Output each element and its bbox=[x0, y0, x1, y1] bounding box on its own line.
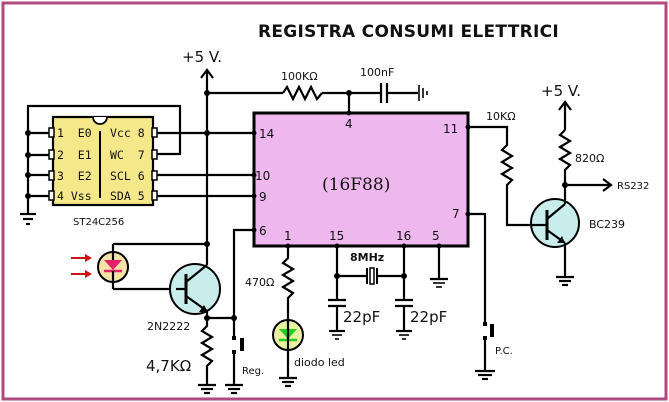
eeprom-pin-4: 4 Vss bbox=[57, 189, 92, 203]
pin-11-label: 11 bbox=[443, 122, 458, 136]
supply-label-left: +5 V. bbox=[182, 48, 222, 66]
capacitor-22pf-2 bbox=[395, 298, 413, 340]
switch-pc bbox=[483, 322, 494, 370]
transistor-2n2222-label: 2N2222 bbox=[147, 320, 190, 333]
crystal-8mhz bbox=[334, 246, 407, 300]
mcu-label: (16F88) bbox=[322, 175, 390, 195]
pin-6-label: 6 bbox=[259, 224, 267, 238]
pin-9-label: 9 bbox=[259, 190, 267, 204]
resistor-470-label: 470Ω bbox=[245, 276, 274, 289]
resistor-10k bbox=[468, 125, 531, 227]
transistor-bc239-label: BC239 bbox=[589, 218, 625, 231]
transistor-2n2222 bbox=[169, 244, 221, 318]
eeprom-notch bbox=[92, 116, 108, 125]
capacitor-22pf-2-label: 22pF bbox=[410, 308, 447, 326]
resistor-820 bbox=[557, 129, 573, 196]
pin-5-label: 5 bbox=[432, 229, 440, 243]
capacitor-100nf bbox=[379, 83, 418, 103]
mcu-pin-dots bbox=[251, 110, 471, 249]
ground-symbol bbox=[279, 376, 297, 388]
wire-pin6 bbox=[207, 228, 254, 320]
pin-14-label: 14 bbox=[259, 127, 274, 141]
eeprom-part-label: ST24C256 bbox=[73, 217, 124, 228]
eeprom-pin-3: 3 E2 bbox=[57, 169, 92, 183]
eeprom-pin-1: 1 E0 bbox=[57, 126, 92, 140]
pin-4-label: 4 bbox=[345, 117, 353, 131]
switch-reg-label: Reg. bbox=[242, 366, 264, 377]
eeprom-pin-5: SDA 5 bbox=[110, 189, 145, 203]
eeprom-st24c256 bbox=[51, 115, 155, 207]
ground-symbol bbox=[418, 85, 428, 101]
ground-symbol bbox=[225, 383, 243, 395]
led-label: diodo led bbox=[294, 356, 345, 369]
resistor-100k-label: 100KΩ bbox=[281, 70, 318, 83]
pin-10-label: 10 bbox=[255, 169, 270, 183]
capacitor-100nf-label: 100nF bbox=[360, 66, 394, 79]
pin-1-label: 1 bbox=[284, 229, 292, 243]
capacitor-22pf-1-label: 22pF bbox=[343, 308, 380, 326]
eeprom-wiring bbox=[25, 104, 254, 214]
ground-symbol bbox=[20, 212, 36, 226]
resistor-4k7-label: 4,7KΩ bbox=[146, 357, 191, 375]
crystal-label: 8MHz bbox=[350, 251, 384, 264]
rs232-label: RS232 bbox=[617, 181, 649, 192]
resistor-820-label: 820Ω bbox=[575, 152, 604, 165]
arrow-right-icon bbox=[602, 178, 613, 192]
eeprom-pin-6: SCL 6 bbox=[110, 169, 145, 183]
pin-16-label: 16 bbox=[396, 229, 411, 243]
light-arrows-icon bbox=[71, 254, 92, 278]
eeprom-pin-7: WC 7 bbox=[110, 148, 145, 162]
resistor-470 bbox=[280, 246, 296, 320]
diagram-title: REGISTRA CONSUMI ELETTRICI bbox=[258, 22, 559, 42]
photodiode bbox=[97, 241, 210, 291]
supply-arrow-right bbox=[558, 100, 572, 130]
resistor-100k bbox=[282, 84, 323, 102]
mcu-16f88 bbox=[252, 111, 470, 248]
pin-7-label: 7 bbox=[452, 207, 460, 221]
switch-pc-label: P.C. bbox=[495, 346, 513, 357]
ground-symbol bbox=[198, 383, 216, 395]
pin-15-label: 15 bbox=[329, 229, 344, 243]
ground-symbol bbox=[475, 369, 495, 381]
supply-arrow-left bbox=[200, 68, 214, 242]
eeprom-pin-8: Vcc 8 bbox=[110, 126, 145, 140]
wire-pin7 bbox=[468, 212, 487, 322]
led-green bbox=[272, 319, 304, 377]
switch-reg bbox=[232, 318, 244, 384]
capacitor-22pf-1 bbox=[328, 298, 346, 340]
supply-label-right: +5 V. bbox=[541, 82, 581, 100]
eeprom-pin-2: 2 E1 bbox=[57, 148, 92, 162]
ground-symbol bbox=[430, 246, 448, 288]
resistor-10k-label: 10KΩ bbox=[486, 110, 516, 123]
resistor-4k7 bbox=[199, 318, 215, 384]
ground-symbol bbox=[556, 275, 574, 287]
transistor-bc239 bbox=[530, 196, 580, 276]
